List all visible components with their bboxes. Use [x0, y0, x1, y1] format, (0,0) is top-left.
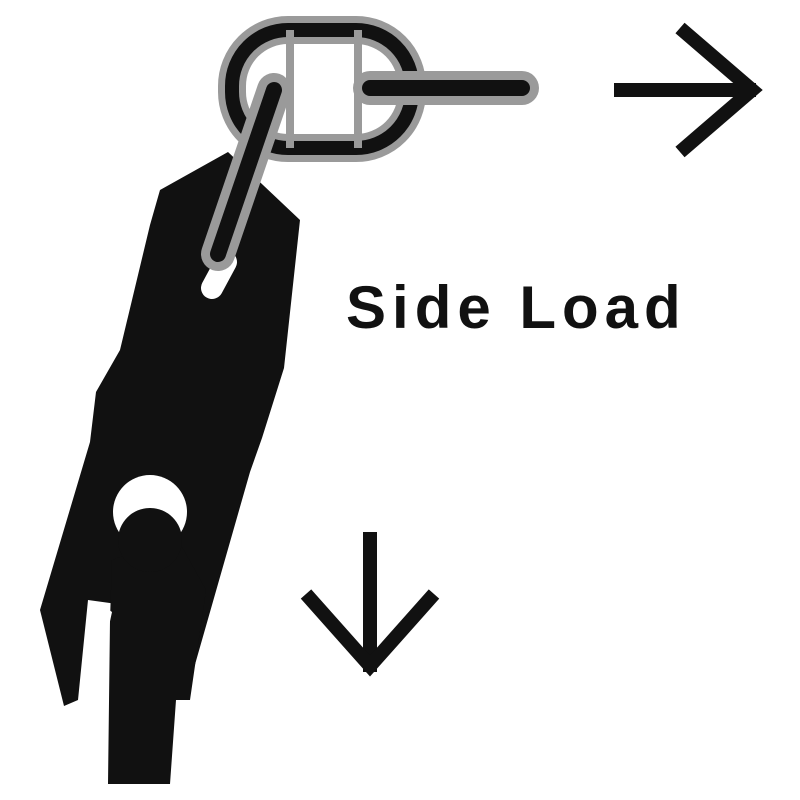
arrow-down-icon	[300, 532, 440, 677]
side-load-caption: Side Load	[346, 274, 687, 341]
tool-body-icon	[40, 152, 300, 784]
chain-icon	[201, 16, 539, 271]
arrow-right-icon	[614, 22, 763, 158]
